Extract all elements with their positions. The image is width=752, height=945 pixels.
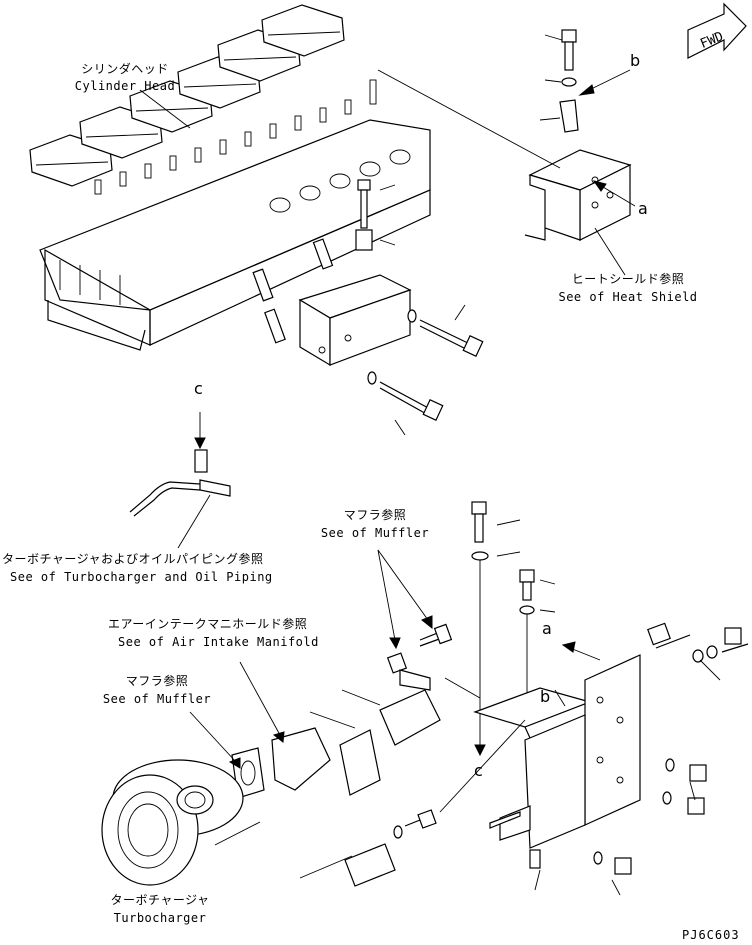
- fwd-arrow-icon: FWD: [687, 2, 747, 59]
- air-intake-label-jp: エアーインテークマニホールド参照: [108, 617, 308, 631]
- heat-shield-bracket: [524, 149, 632, 241]
- ref-letter-b-top: b: [630, 51, 641, 70]
- right-side-bolts: [593, 622, 749, 896]
- air-intake-arrowhead: [272, 731, 285, 743]
- heat-shield-label-en: See of Heat Shield: [558, 290, 698, 304]
- cylinder-head-leader: [139, 89, 191, 129]
- ref-arrow-a-top: [592, 180, 636, 207]
- oil-pipe-part: [129, 412, 231, 549]
- muffler-left-label-jp: マフラ参照: [125, 674, 189, 688]
- cylinder-head-assembly: [29, 4, 431, 351]
- stay-bracket: [344, 809, 437, 887]
- muffler-left-label-en: See of Muffler: [102, 692, 212, 706]
- elbow-connector: [271, 727, 331, 791]
- heat-shield-leader: [594, 227, 626, 276]
- link-line-2: [444, 677, 481, 699]
- muffler-bolts: [377, 549, 453, 674]
- ref-letter-c-top: c: [194, 379, 203, 398]
- muffler-left-leader: [189, 711, 237, 763]
- drawing-code: PJ6C603: [682, 928, 740, 942]
- muffler-top-label-jp: マフラ参照: [343, 508, 407, 522]
- turbo-oil-label-jp: ターボチャージャおよびオイルパイピング参照: [2, 552, 264, 566]
- cylinder-head-label-jp: シリンダヘッド: [81, 62, 169, 76]
- ref-letter-a-bottom: a: [542, 619, 552, 638]
- upper-bracket: [298, 274, 412, 367]
- turbocharger-label-en: Turbocharger: [113, 911, 207, 925]
- ref-letter-b-bottom: b: [540, 687, 551, 706]
- ref-arrow-a-bottom: [561, 641, 601, 661]
- heat-shield-link-line: [377, 69, 561, 169]
- air-intake-leader: [239, 661, 281, 736]
- turbocharger: [101, 759, 353, 886]
- vertical-bolts: [471, 501, 556, 757]
- turbocharger-label-jp: ターボチャージャ: [110, 893, 210, 907]
- ref-letter-a-top: a: [638, 199, 648, 218]
- air-intake-brackets: [309, 669, 441, 796]
- upper-bolt: [355, 179, 396, 251]
- air-intake-label-en: See of Air Intake Manifold: [118, 635, 319, 649]
- long-bolts: [367, 304, 484, 436]
- muffler-top-label-en: See of Muffler: [320, 526, 430, 540]
- cylinder-head-label-en: Cylinder Head: [74, 79, 176, 93]
- turbo-oil-label-en: See of Turbocharger and Oil Piping: [10, 570, 273, 584]
- muffler-left-arrowhead: [228, 757, 241, 769]
- ref-arrow-b-bottom: [554, 689, 566, 707]
- main-lower-bracket: [473, 654, 641, 891]
- ref-letter-c-bottom: c: [474, 761, 483, 780]
- ref-arrow-b-top: [578, 69, 631, 96]
- heat-shield-label-jp: ヒートシールド参照: [571, 272, 685, 286]
- link-line-1: [439, 719, 526, 813]
- heat-shield-bolt: [539, 29, 579, 133]
